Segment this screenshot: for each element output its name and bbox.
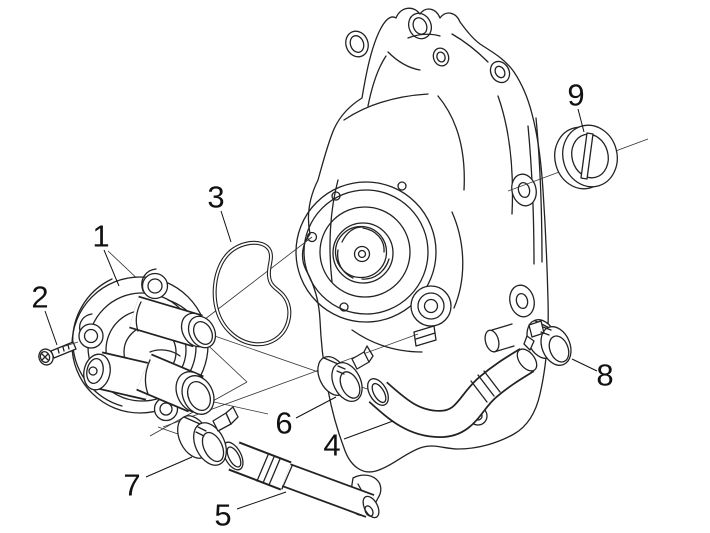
leader-line-5 xyxy=(236,491,287,510)
leader-line-7 xyxy=(145,456,193,478)
pump-cover-ear-left xyxy=(78,313,104,349)
pump-cover-ear-top xyxy=(141,268,169,300)
crankcase-lower-boss xyxy=(410,285,452,327)
coolant-hose-upper xyxy=(367,348,538,439)
leader-line-1 xyxy=(103,249,120,287)
hose-upper-rib-rings xyxy=(470,370,501,403)
hose-lower-rib-rings xyxy=(256,454,293,490)
hose-clamp-8 xyxy=(523,319,572,366)
pump-outlet-pipe-lower xyxy=(136,353,215,415)
coolant-hose-lower xyxy=(222,441,380,519)
cap-slot-bar xyxy=(580,132,594,180)
hose-clamp-6 xyxy=(317,345,374,403)
crankcase-top-lugs xyxy=(345,12,511,84)
leader-line-2 xyxy=(44,310,58,346)
crankcase-side-bosses xyxy=(509,173,537,318)
hose-clamp-7 xyxy=(177,406,239,466)
pump-impeller xyxy=(336,226,390,280)
pump-cover-screw xyxy=(38,341,79,366)
pump-outlet-pipe-upper xyxy=(129,295,217,349)
leader-line-3 xyxy=(220,210,232,243)
leader-line-6 xyxy=(295,396,337,419)
crankcase-hose-spigot xyxy=(413,323,515,426)
water-pump-cover xyxy=(71,268,217,422)
leader-lines xyxy=(44,108,598,510)
water-pump-housing xyxy=(295,181,437,323)
engine-crankcase xyxy=(295,7,549,517)
leader-line-8 xyxy=(571,358,598,372)
leader-line-9 xyxy=(577,108,585,133)
drain-cap xyxy=(554,124,618,190)
pump-cover-gasket xyxy=(212,240,292,347)
leader-line-4 xyxy=(343,420,394,440)
